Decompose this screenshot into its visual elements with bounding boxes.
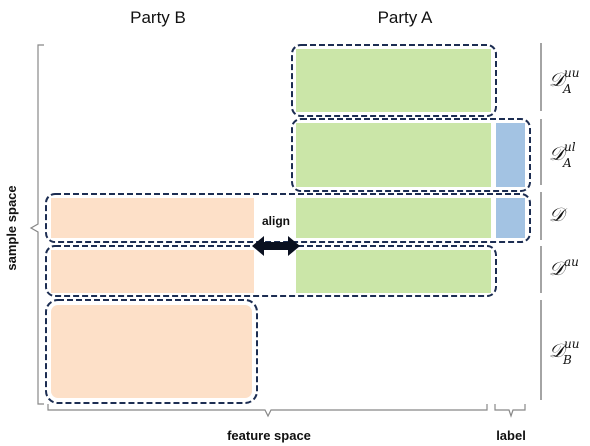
d-a-ul-box xyxy=(291,118,531,192)
d-party-b-features xyxy=(51,198,254,238)
align-double-arrow-icon xyxy=(252,236,300,256)
svg-text:ul: ul xyxy=(564,140,576,154)
d-a-ul-labels xyxy=(496,123,525,187)
d-a-uu-label: 𝒟 uu A xyxy=(549,66,579,96)
svg-text:𝒟: 𝒟 xyxy=(549,258,568,280)
sample-space-bracket xyxy=(29,44,44,405)
d-labels xyxy=(496,198,525,238)
d-b-uu-box xyxy=(45,299,258,404)
svg-text:𝒟: 𝒟 xyxy=(549,69,568,91)
d-label: 𝒟 xyxy=(549,204,568,226)
d-au-party-a-features xyxy=(296,250,491,293)
svg-text:𝒟: 𝒟 xyxy=(549,204,568,226)
label-bracket xyxy=(494,404,526,418)
svg-text:A: A xyxy=(562,82,572,96)
d-b-uu-label: 𝒟 uu B xyxy=(549,337,579,367)
svg-text:uu: uu xyxy=(564,337,579,351)
feature-space-bracket xyxy=(47,404,488,418)
d-a-ul-features xyxy=(296,123,491,187)
svg-text:𝒟: 𝒟 xyxy=(549,143,568,165)
svg-text:B: B xyxy=(562,353,572,367)
party-a-header: Party A xyxy=(378,8,433,27)
sample-space-label: sample space xyxy=(4,185,19,270)
label-axis-label: label xyxy=(496,428,526,443)
d-party-a-features xyxy=(296,198,491,238)
svg-text:uu: uu xyxy=(564,66,579,80)
svg-text:A: A xyxy=(562,156,572,170)
align-label: align xyxy=(262,214,290,228)
d-a-uu-features xyxy=(296,49,491,112)
d-au-label: 𝒟 au xyxy=(549,255,579,280)
feature-space-label: feature space xyxy=(227,428,311,443)
d-a-uu-box xyxy=(291,44,497,117)
svg-text:au: au xyxy=(564,255,579,269)
d-b-uu-features xyxy=(51,305,252,398)
d-a-ul-label: 𝒟 ul A xyxy=(549,140,576,170)
svg-text:𝒟: 𝒟 xyxy=(549,340,568,362)
d-au-party-b-features xyxy=(51,250,254,293)
party-b-header: Party B xyxy=(130,8,186,27)
